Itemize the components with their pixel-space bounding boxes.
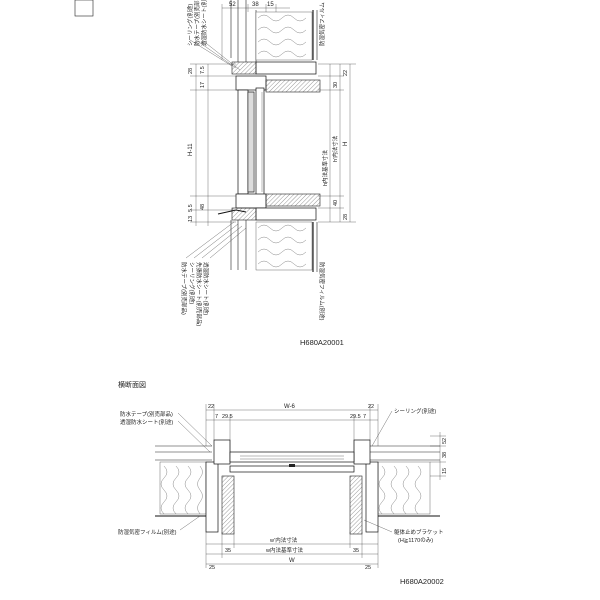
v-dim-left-top-0: 28 xyxy=(188,68,194,74)
h-dim-top-right-2: 22 xyxy=(368,404,374,410)
h-insulation-right-fibers xyxy=(378,465,422,515)
lower-insulation-fibers xyxy=(257,224,307,268)
h-label-right-bottom-1: (H≧1170のみ) xyxy=(398,537,433,544)
lower-sill xyxy=(231,207,257,221)
h-dim-top-right-1: 7 xyxy=(363,414,366,420)
v-dim-right-bottom-1: 28 xyxy=(343,214,349,220)
v-dim-top-2: 15 xyxy=(267,2,274,8)
sash-glass xyxy=(247,91,255,193)
h-label-right: シーリング(別途) xyxy=(394,407,436,415)
h-code: H680A20002 xyxy=(400,577,444,586)
leader-bottom-3 xyxy=(201,225,243,259)
h-leader-left-bottom xyxy=(179,515,201,531)
v-dim-right-bottom-0: 40 xyxy=(333,200,339,206)
vertical-section: 52 38 15 28 17 7.5 H-11 48 5.5 13 22 30 … xyxy=(180,0,356,347)
h-dim-top-left-2: 29.5 xyxy=(222,414,233,420)
sash-outer xyxy=(237,89,249,195)
leader-bottom-1 xyxy=(185,221,235,259)
v-label-top-0: シーリング(別途) xyxy=(186,4,194,46)
upper-insulation-fibers xyxy=(257,14,307,58)
h-dim-bottom-1: 35 xyxy=(353,548,359,554)
h-sash-body xyxy=(229,451,355,463)
v-label-top-1: 防水テープ(別売部品) xyxy=(193,0,201,46)
h-dim-w: W xyxy=(289,558,295,564)
v-label-bottom-right: 防湿気密フィルム(別途) xyxy=(318,262,326,321)
leader-top-3 xyxy=(201,39,241,71)
header-beam xyxy=(255,61,317,75)
screen-frame xyxy=(255,87,265,197)
v-label-bottom-0: シーリング(別途) xyxy=(188,262,196,304)
h-dim-w-prime: w’内法寸法 xyxy=(269,536,298,544)
h-insulation-left-fibers xyxy=(160,465,203,515)
leader-top-1 xyxy=(189,39,233,67)
v-dim-h-inner: h内法基準寸法 xyxy=(321,149,329,186)
h-label-left-bottom: 防湿気密フィルム(別途) xyxy=(118,528,177,536)
v-label-bottom-3: 透湿防水シート(別途) xyxy=(202,262,210,315)
leader-bottom-2 xyxy=(193,223,239,259)
h-leader-left-2 xyxy=(177,420,211,453)
h-frame-right xyxy=(353,439,371,465)
v-label-bottom-1: 防水テープ(別売部品) xyxy=(180,262,188,315)
h-casing-right xyxy=(349,475,363,535)
h-dim-bottom-3: 25 xyxy=(365,565,371,571)
v-dim-top-0: 52 xyxy=(229,2,236,8)
v-dim-left-top-1: 17 xyxy=(200,82,206,88)
h-dim-bottom-2: 25 xyxy=(209,565,215,571)
h-dim-top-left-0: 22 xyxy=(208,404,214,410)
h-insulation-right xyxy=(377,461,431,515)
leader-top-2 xyxy=(195,39,237,69)
horizontal-section: 横断面図 xyxy=(118,380,448,586)
h-dim-top-left-1: 7 xyxy=(215,414,218,420)
h-leader-left-1 xyxy=(177,412,213,447)
v-dim-h: H xyxy=(343,142,349,146)
v-dim-hi: H-11 xyxy=(188,143,194,156)
h-leader-right-bottom xyxy=(363,519,393,533)
h-dim-top-right-0: 29.5 xyxy=(350,414,361,420)
upper-insulation xyxy=(255,11,313,61)
h-casing-left xyxy=(221,475,235,535)
h-title: 横断面図 xyxy=(118,380,146,389)
v-label-bottom-2: 先張防水シート(別売部品) xyxy=(195,262,203,326)
window-frame-bottom xyxy=(235,193,267,209)
h-dim-right-2: 15 xyxy=(442,468,448,474)
window-casing-bottom xyxy=(265,193,321,207)
h-label-left-0: 防水テープ(別売部品) xyxy=(120,410,173,418)
h-insulation-left xyxy=(159,461,207,515)
sill-beam xyxy=(255,207,317,221)
upper-lintel xyxy=(231,61,257,75)
h-dim-top-total: W-6 xyxy=(284,404,296,410)
lower-insulation xyxy=(255,221,313,271)
h-dim-bottom-0: 35 xyxy=(225,548,231,554)
v-dim-left-bottom-1: 5.5 xyxy=(188,204,194,212)
h-label-left-1: 透湿防水シート(別途) xyxy=(120,418,173,426)
v-code: H680A20001 xyxy=(300,338,344,347)
h-dim-right-0: 52 xyxy=(442,438,448,444)
h-stud-right xyxy=(365,461,379,533)
h-leader-right xyxy=(371,410,393,447)
v-dim-left-bottom-0: 48 xyxy=(200,204,206,210)
h-dim-w-inner: w内法基準寸法 xyxy=(265,546,303,554)
v-label-top-2: 透湿防水シート(別途) xyxy=(200,0,208,46)
v-dim-h-prime: h’内法寸法 xyxy=(331,135,339,162)
v-label-top-right: 防湿気密フィルム xyxy=(318,2,326,46)
v-dim-right-top-0: 22 xyxy=(343,70,349,76)
v-dim-left-bottom-2: 13 xyxy=(188,216,194,222)
h-stud-left xyxy=(205,461,219,533)
v-dim-right-top-1: 30 xyxy=(333,82,339,88)
h-dim-right-1: 38 xyxy=(442,452,448,458)
window-casing-top xyxy=(265,79,321,93)
v-dim-left-top-2: 7.5 xyxy=(200,66,206,74)
v-dim-top-1: 38 xyxy=(252,2,259,8)
corner-frame xyxy=(74,0,94,17)
h-latch xyxy=(289,464,295,467)
h-frame-left xyxy=(213,439,231,465)
h-label-right-bottom-0: 躯体止めブラケット xyxy=(394,528,444,536)
leader-bottom-4 xyxy=(209,227,247,259)
